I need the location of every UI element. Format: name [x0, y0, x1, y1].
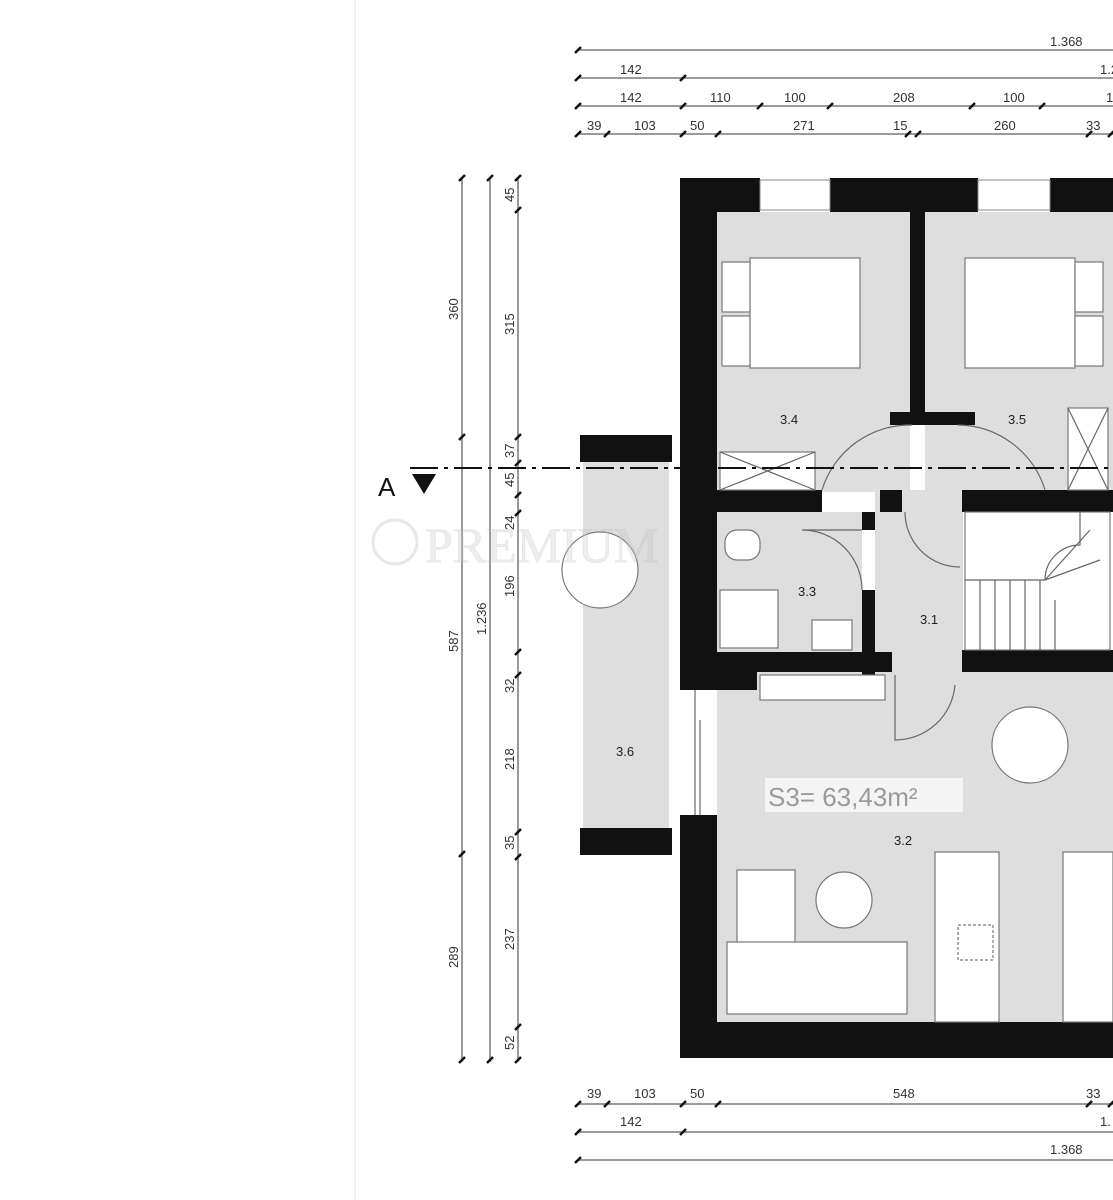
dim-label: 208 [893, 90, 915, 105]
dim-label: 37 [502, 444, 517, 458]
dim-label: 289 [446, 946, 461, 968]
dim-label: 50 [690, 118, 704, 133]
left-dimensions: 360 587 289 1.236 45 315 37 45 24 196 32… [446, 174, 522, 1064]
dim-label: 260 [994, 118, 1016, 133]
room-label-3-3: 3.3 [798, 584, 816, 599]
dim-label: 142 [620, 1114, 642, 1129]
section-marker-label: A [378, 472, 396, 502]
dim-label: 100 [1003, 90, 1025, 105]
furniture [561, 257, 1113, 1023]
dim-label: 103 [634, 118, 656, 133]
kitchen-counter-icon [1062, 851, 1113, 1023]
dim-label: 15 [893, 118, 907, 133]
dim-label: 1 [1106, 90, 1113, 105]
dim-label: 110 [710, 90, 731, 105]
room-label-3-4: 3.4 [780, 412, 798, 427]
dim-label: 1.368 [1050, 1142, 1083, 1157]
shower-icon [719, 589, 779, 649]
dim-label: 33 [1086, 118, 1100, 133]
top-dimensions: 1.368 142 1.2 142 110 100 208 100 1 39 1… [574, 34, 1113, 138]
dim-label: 587 [446, 630, 461, 652]
dining-table-icon [991, 706, 1069, 784]
dim-label: 360 [446, 298, 461, 320]
dim-label: 218 [502, 748, 517, 770]
balcony-table-icon [561, 531, 639, 609]
dim-label: 103 [634, 1086, 656, 1101]
coffee-table-icon [815, 871, 873, 929]
watermark-logo-icon [371, 518, 419, 566]
section-line: A [378, 467, 1113, 502]
dim-label: 237 [502, 928, 517, 950]
door-swing-icon [821, 424, 1046, 491]
dim-label: 45 [502, 473, 517, 487]
cabinet-icon [759, 674, 886, 701]
watermark-text: PREMIUM [425, 517, 658, 573]
dim-label: 52 [502, 1036, 517, 1050]
dim-label: 50 [690, 1086, 704, 1101]
section-arrow-icon [412, 474, 436, 494]
room-label-3-1: 3.1 [920, 612, 938, 627]
dim-label: 35 [502, 836, 517, 850]
toilet-icon [724, 529, 761, 561]
room-label-3-5: 3.5 [1008, 412, 1026, 427]
dim-label: 1.2 [1100, 62, 1113, 77]
dim-label: 1.236 [474, 602, 489, 635]
dim-label: 1. [1100, 1114, 1111, 1129]
bed-icon [749, 257, 861, 369]
dim-label: 315 [502, 313, 517, 335]
stairs-icon [964, 511, 1111, 651]
dim-label: 33 [1086, 1086, 1100, 1101]
dim-label: 32 [502, 679, 517, 693]
bottom-dimensions: 39 103 50 548 33 142 1. 1.368 [574, 1086, 1113, 1164]
door-swing-icon [801, 529, 863, 591]
dim-label: 24 [502, 516, 517, 530]
dim-label: 142 [620, 90, 642, 105]
room-label-3-6: 3.6 [616, 744, 634, 759]
dim-label: 1.368 [1050, 34, 1083, 49]
dim-label: 100 [784, 90, 806, 105]
bed-icon [964, 257, 1076, 369]
watermark: PREMIUM [371, 517, 659, 573]
door-swing-icon [894, 675, 956, 741]
dim-label: 39 [587, 1086, 601, 1101]
dim-label: 271 [793, 118, 815, 133]
area-label: S3= 63,43m² [768, 782, 918, 812]
door-swing-icon [904, 511, 961, 568]
walls [580, 178, 1113, 1058]
dim-label: 548 [893, 1086, 915, 1101]
area-label-box [765, 778, 963, 812]
dim-label: 45 [502, 188, 517, 202]
dim-label: 142 [620, 62, 642, 77]
dim-label: 196 [502, 575, 517, 597]
sink-icon [811, 619, 853, 651]
room-label-3-2: 3.2 [894, 833, 912, 848]
dim-label: 39 [587, 118, 601, 133]
